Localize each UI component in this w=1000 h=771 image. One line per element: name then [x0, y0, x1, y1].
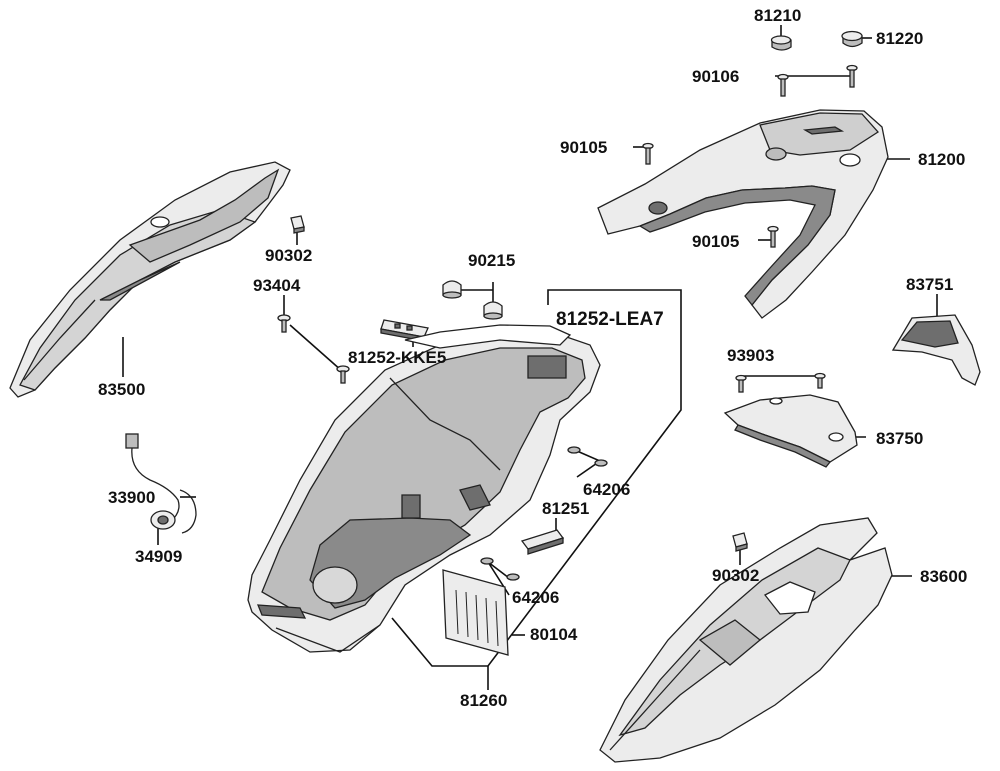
- label-81252-lea7: 81252-LEA7: [556, 309, 664, 330]
- label-93903: 93903: [727, 346, 775, 365]
- part-81220-cap: [841, 30, 863, 48]
- label-90215: 90215: [468, 251, 516, 270]
- label-64206-lower: 64206: [512, 588, 560, 607]
- label-81220: 81220: [876, 29, 924, 48]
- part-90106-bolts: [777, 64, 858, 97]
- part-90302-clip-upper: [290, 215, 305, 234]
- label-81210: 81210: [754, 6, 802, 25]
- part-90215-nuts: [442, 280, 503, 320]
- part-90105-bolts: [642, 142, 779, 248]
- part-81210-cap: [770, 35, 792, 51]
- part-83751-bracket: [891, 314, 981, 386]
- part-83600-right-side-cover: [599, 517, 893, 763]
- label-93404: 93404: [253, 276, 301, 295]
- part-64206-washers: [480, 446, 608, 581]
- part-34909-socket: [150, 510, 176, 530]
- label-81252-kke5: 81252-KKE5: [348, 348, 447, 367]
- label-90302-lower: 90302: [712, 566, 760, 585]
- label-83751: 83751: [906, 275, 954, 294]
- label-83750: 83750: [876, 429, 924, 448]
- label-90302-upper: 90302: [265, 246, 313, 265]
- part-33900-wire-harness: [125, 433, 197, 534]
- label-33900: 33900: [108, 488, 156, 507]
- label-83500: 83500: [98, 380, 146, 399]
- label-90105-lower: 90105: [692, 232, 740, 251]
- part-90302-clip-lower: [732, 532, 748, 552]
- label-90105-upper: 90105: [560, 138, 608, 157]
- part-80104-plate: [442, 569, 509, 656]
- part-83750-tail-cover: [723, 394, 858, 468]
- part-81251-bracket: [520, 529, 565, 555]
- part-93404-screws: [277, 314, 350, 384]
- label-83600: 83600: [920, 567, 968, 586]
- label-81251: 81251: [542, 499, 590, 518]
- label-34909: 34909: [135, 547, 183, 566]
- label-81260: 81260: [460, 691, 508, 710]
- part-93903-screws: [735, 372, 826, 393]
- label-81200: 81200: [918, 150, 966, 169]
- part-83500-left-side-cover: [9, 161, 291, 398]
- part-81260-helmet-box: [247, 324, 601, 653]
- label-80104: 80104: [530, 625, 578, 644]
- label-90106: 90106: [692, 67, 740, 86]
- label-64206-upper: 64206: [583, 480, 631, 499]
- part-81200-rear-carrier: [597, 109, 889, 319]
